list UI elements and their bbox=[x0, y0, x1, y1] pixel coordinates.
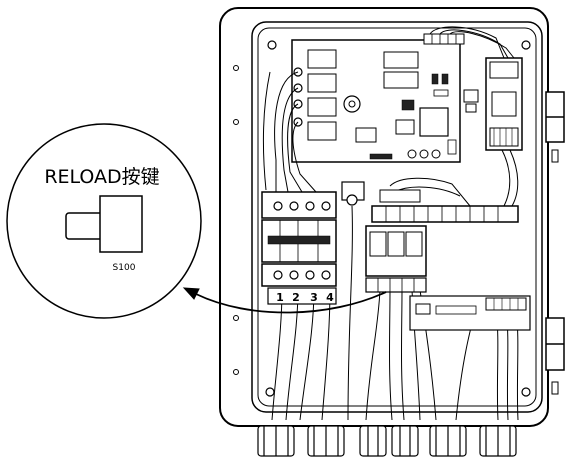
terminal-block-row bbox=[371, 189, 519, 223]
part-code: S100 bbox=[113, 263, 136, 273]
cable-gland bbox=[391, 425, 419, 457]
enclosure-inner bbox=[251, 21, 543, 413]
mount-hole bbox=[233, 119, 239, 125]
relay bbox=[307, 121, 337, 141]
cable-gland bbox=[359, 425, 387, 457]
terminal-number: 2 bbox=[292, 291, 300, 304]
ic-chip bbox=[395, 119, 415, 135]
terminal-number: 3 bbox=[310, 291, 318, 304]
control-board bbox=[291, 33, 465, 163]
enclosure-gasket bbox=[257, 27, 537, 407]
terminal-number: 4 bbox=[326, 291, 334, 304]
relay bbox=[307, 97, 337, 117]
callout: RELOAD按键 S100 bbox=[6, 123, 202, 319]
corner-screw bbox=[265, 387, 275, 397]
breaker-group bbox=[261, 191, 337, 287]
callout-title: RELOAD按键 bbox=[44, 166, 159, 188]
ic-chip bbox=[419, 107, 449, 137]
numbered-terminals: 1 2 3 4 bbox=[267, 287, 337, 305]
mount-hole bbox=[233, 369, 239, 375]
pointer-arrow bbox=[182, 287, 387, 314]
mount-hole bbox=[233, 315, 239, 321]
relay bbox=[307, 73, 337, 93]
arrow-head bbox=[182, 287, 200, 300]
breaker-bottom bbox=[261, 263, 337, 287]
contactor-block bbox=[341, 181, 427, 293]
corner-screw bbox=[521, 40, 531, 50]
terminal-strip bbox=[371, 205, 519, 223]
reload-button-icon bbox=[65, 195, 143, 253]
terminal-number: 1 bbox=[276, 291, 284, 304]
relay bbox=[307, 49, 337, 69]
din-module bbox=[463, 57, 523, 151]
hinges bbox=[545, 91, 565, 395]
corner-screw bbox=[267, 40, 277, 50]
relay bbox=[383, 71, 419, 89]
ic-chip bbox=[355, 127, 377, 143]
corner-screw bbox=[521, 387, 531, 397]
lower-board bbox=[409, 295, 531, 331]
arrow-line bbox=[195, 291, 387, 314]
relay bbox=[383, 51, 419, 69]
cable-glands bbox=[257, 425, 517, 457]
mount-hole bbox=[233, 65, 239, 71]
